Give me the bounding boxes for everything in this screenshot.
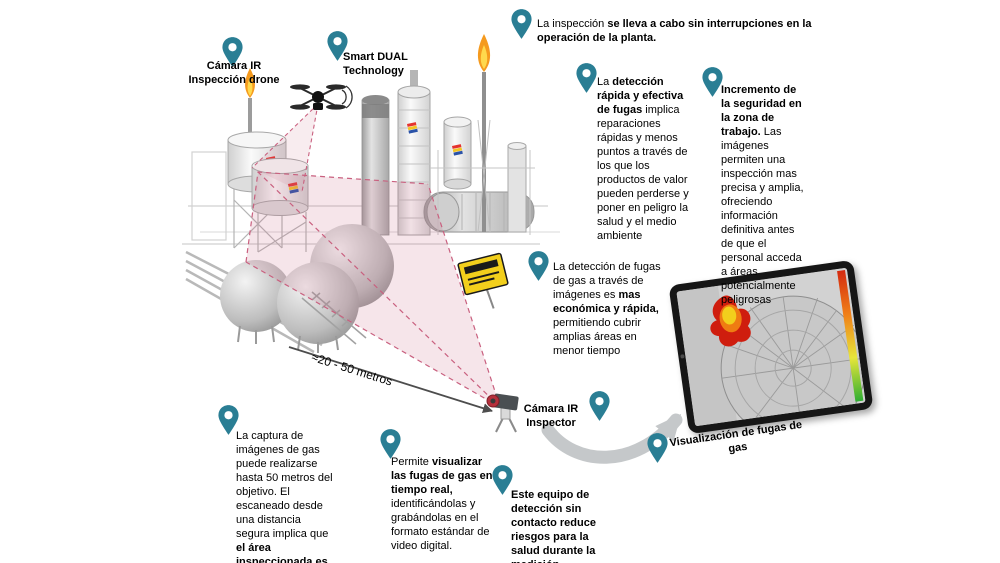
- annotation-captura-imagenes: La captura de imágenes de gas puede real…: [236, 430, 333, 563]
- annotation-deteccion-fugas: La detección de fugas de gas a través de…: [553, 261, 661, 357]
- camera-fov-fan: [245, 171, 501, 408]
- flare-stack-right: [477, 34, 491, 233]
- stairs: [301, 291, 367, 345]
- annotation-permite-visualizar: Permite visualizar las fugas de gas en t…: [391, 456, 493, 552]
- tablet-camera-dot: [680, 354, 685, 359]
- annotation-inspeccion: La inspección se lleva a cabo sin interr…: [537, 18, 812, 44]
- signal-waves-icon: [341, 89, 347, 105]
- drone-fov-fan: [251, 103, 319, 193]
- small-column: [507, 142, 527, 233]
- distillation-column-1: [361, 95, 390, 236]
- vertical-vessel: [443, 116, 472, 190]
- location-pin-icon: [491, 464, 514, 496]
- distance-arrow: [288, 346, 493, 414]
- horizontal-tank: [423, 191, 535, 233]
- flare-stack-left: [245, 68, 255, 138]
- tablet-device: [668, 259, 874, 435]
- ir-image: [676, 267, 866, 427]
- location-pin-icon: [221, 36, 244, 68]
- annotation-incremento-seguridad: Incremento de la seguridad en la zona de…: [721, 84, 804, 306]
- location-pin-icon: [217, 404, 240, 436]
- location-pin-icon: [701, 66, 724, 98]
- location-pin-icon: [326, 30, 349, 62]
- location-pin-icon: [575, 62, 598, 94]
- location-pin-icon: [646, 432, 669, 464]
- location-pin-icon: [527, 250, 550, 282]
- scaffolding: [430, 150, 535, 235]
- ir-camera-icon: [486, 393, 519, 433]
- annotation-smart-dual: Smart DUAL Technology: [343, 51, 408, 77]
- location-pin-icon: [379, 428, 402, 460]
- annotation-equipo-sin-contacto: Este equipo de detección sin contacto re…: [511, 489, 596, 563]
- location-pin-icon: [588, 390, 611, 422]
- location-pin-icon: [510, 8, 533, 40]
- drone-icon: [290, 84, 353, 110]
- warning-sign: [457, 252, 509, 309]
- annotation-deteccion-rapida: La detección rápida y efectiva de fugas …: [597, 76, 689, 242]
